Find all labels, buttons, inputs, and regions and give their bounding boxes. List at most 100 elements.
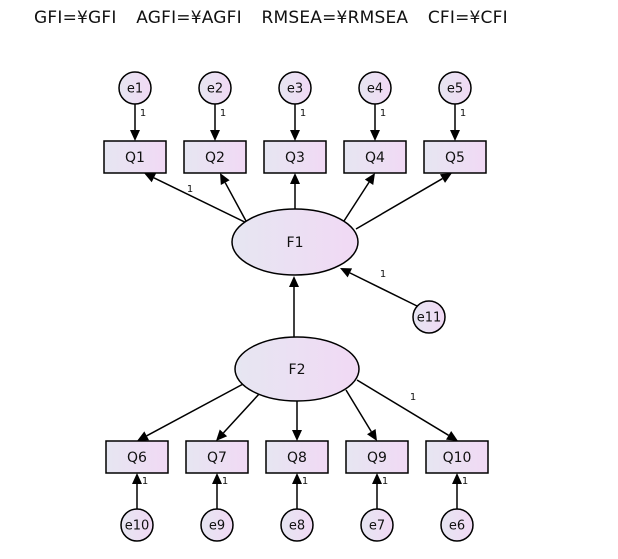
path-e11-to-F1 [340, 268, 418, 307]
path-F2-to-Q10 [356, 379, 458, 441]
observed-label: Q2 [205, 150, 225, 166]
observed-q9[interactable]: Q9 [345, 440, 409, 474]
error-label: e5 [447, 82, 463, 97]
path-e5-to-Q5 [450, 104, 460, 141]
observed-q3[interactable]: Q3 [263, 140, 327, 174]
arrowhead [289, 276, 299, 287]
observed-label: Q9 [367, 450, 387, 466]
error-label: e8 [289, 519, 305, 534]
error-e8[interactable]: e8 [280, 508, 314, 542]
error-e7[interactable]: e7 [360, 508, 394, 542]
observed-label: Q6 [127, 450, 147, 466]
path-F2-to-Q9 [345, 389, 377, 441]
arrowhead [210, 130, 220, 141]
observed-label: Q5 [445, 150, 465, 166]
path-weight-F2-Q10: 1 [410, 392, 416, 403]
path-e10-to-Q6 [132, 473, 142, 509]
arrowhead [292, 473, 302, 484]
path-e2-to-Q2 [210, 104, 220, 141]
observed-q10[interactable]: Q10 [425, 440, 489, 474]
arrowhead [290, 130, 300, 141]
observed-q8[interactable]: Q8 [265, 440, 329, 474]
error-label: e6 [449, 519, 465, 534]
path-e9-to-Q7 [212, 473, 222, 509]
path-weight-e8-Q8: 1 [302, 476, 308, 487]
path-e8-to-Q8 [292, 473, 302, 509]
error-e5[interactable]: e5 [438, 71, 472, 105]
observed-label: Q8 [287, 450, 307, 466]
path-weight-e1-Q1: 1 [140, 108, 146, 119]
path-F1-to-Q3 [290, 173, 300, 209]
arrowhead [132, 473, 142, 484]
fit-gfi: GFI=¥GFI [34, 8, 117, 28]
path-weight-e9-Q7: 1 [222, 476, 228, 487]
fit-agfi: AGFI=¥AGFI [136, 8, 242, 28]
error-e11[interactable]: e11 [412, 300, 446, 334]
path-F2-to-Q6 [137, 382, 246, 441]
error-label: e11 [417, 311, 442, 326]
path-e4-to-Q4 [370, 104, 380, 141]
path-weight-e4-Q4: 1 [380, 108, 386, 119]
path-e6-to-Q10 [452, 473, 462, 509]
arrowhead [290, 173, 300, 184]
path-F1-to-Q2 [220, 173, 247, 222]
arrowhead [340, 268, 353, 278]
error-label: e3 [287, 82, 303, 97]
arrowhead [144, 173, 157, 183]
arrowhead [452, 473, 462, 484]
observed-label: Q1 [125, 150, 145, 166]
latent-label: F1 [287, 235, 304, 251]
error-e4[interactable]: e4 [358, 71, 392, 105]
path-e3-to-Q3 [290, 104, 300, 141]
error-e3[interactable]: e3 [278, 71, 312, 105]
observed-q2[interactable]: Q2 [183, 140, 247, 174]
path-F2-to-F1 [289, 276, 299, 337]
arrowhead [370, 130, 380, 141]
latent-f1[interactable]: F1 [231, 208, 359, 276]
observed-q7[interactable]: Q7 [185, 440, 249, 474]
error-e1[interactable]: e1 [118, 71, 152, 105]
error-e6[interactable]: e6 [440, 508, 474, 542]
error-label: e2 [207, 82, 223, 97]
arrowhead [445, 431, 458, 441]
path-F2-to-Q7 [216, 392, 261, 441]
observed-q1[interactable]: Q1 [103, 140, 167, 174]
arrowhead [137, 431, 150, 441]
path-F1-to-Q5 [355, 173, 452, 230]
error-label: e7 [369, 519, 385, 534]
arrowhead [216, 429, 228, 441]
observed-label: Q10 [443, 450, 472, 466]
observed-label: Q7 [207, 450, 227, 466]
path-weight-e3-Q3: 1 [300, 108, 306, 119]
observed-q5[interactable]: Q5 [423, 140, 487, 174]
path-F2-to-Q8 [292, 401, 302, 441]
path-e1-to-Q1 [130, 104, 140, 141]
observed-q4[interactable]: Q4 [343, 140, 407, 174]
path-weight-e5-Q5: 1 [460, 108, 466, 119]
fit-cfi: CFI=¥CFI [427, 8, 508, 28]
error-label: e1 [127, 82, 143, 97]
arrowhead [220, 173, 230, 186]
latent-f2[interactable]: F2 [234, 336, 360, 402]
arrowhead [367, 429, 377, 441]
path-e7-to-Q9 [372, 473, 382, 509]
arrowhead [364, 173, 375, 185]
path-weight-e7-Q9: 1 [382, 476, 388, 487]
observed-q6[interactable]: Q6 [105, 440, 169, 474]
error-label: e10 [125, 519, 150, 534]
latent-label: F2 [289, 362, 306, 378]
fit-indices-header: GFI=¥GFI AGFI=¥AGFI RMSEA=¥RMSEA CFI=¥CF… [34, 8, 522, 28]
observed-label: Q3 [285, 150, 305, 166]
error-e2[interactable]: e2 [198, 71, 232, 105]
error-e9[interactable]: e9 [200, 508, 234, 542]
error-e10[interactable]: e10 [120, 508, 154, 542]
arrowhead [439, 173, 452, 183]
paths-layer [130, 104, 462, 509]
path-weight-F1-Q1: 1 [187, 184, 193, 195]
error-label: e4 [367, 82, 383, 97]
error-label: e9 [209, 519, 225, 534]
